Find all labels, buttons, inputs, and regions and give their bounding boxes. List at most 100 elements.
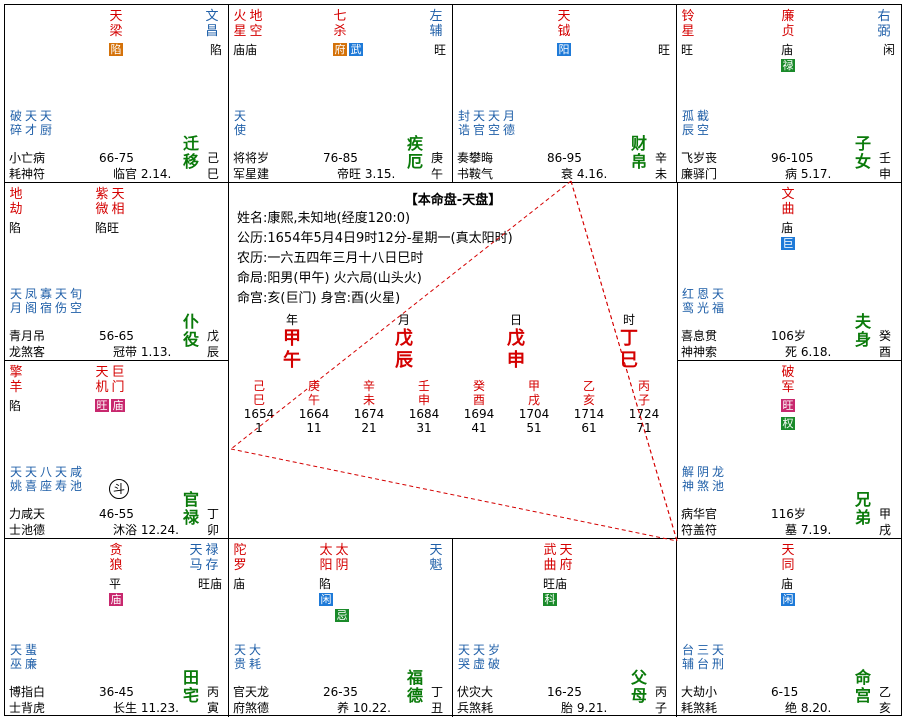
dayun-range: 106岁 <box>771 329 806 343</box>
minor-star: 旬空 <box>69 287 82 315</box>
left-brightness: 旺 <box>681 43 694 57</box>
minor-star: 红鸾 <box>681 287 694 315</box>
gods-row1: 力咸天 <box>9 507 46 521</box>
gods-row1: 病华官 <box>681 507 718 521</box>
dayun-gan: 乙 <box>582 379 595 393</box>
palace-branch: 卯 <box>206 523 219 537</box>
minor-star: 恩光 <box>696 287 709 315</box>
hua-badge: 闲 <box>781 593 795 606</box>
minor-star: 解神 <box>681 465 694 493</box>
dayun-gan: 丙 <box>637 379 650 393</box>
dayun-age: 31 <box>416 421 432 435</box>
right-star: 禄存 <box>205 543 219 573</box>
palace-branch: 未 <box>654 167 667 181</box>
minor-star: 台辅 <box>681 643 694 671</box>
main-brightness: 陷 <box>319 577 332 591</box>
hua-badge: 科 <box>543 593 557 606</box>
dayun-zhi: 午 <box>307 393 320 407</box>
palace-stem: 丙 <box>654 685 667 699</box>
main-star: 天相 <box>111 187 125 217</box>
minor-star: 破碎 <box>9 109 22 137</box>
main-star: 武曲 <box>543 543 557 573</box>
palace-stem: 辛 <box>654 151 667 165</box>
circle-mark: 斗 <box>109 479 129 499</box>
pillar-1: 月戊辰 <box>389 311 419 372</box>
main-star: 天府 <box>559 543 573 573</box>
center-panel: 【本命盘-天盘】 姓名:康熙,未知地(经度120:0) 公历:1654年5月4日… <box>229 183 678 539</box>
gods-row2: 军星建 <box>233 167 270 181</box>
pillar-branch: 辰 <box>395 350 413 371</box>
palace-branch: 子 <box>654 701 667 715</box>
dayun-range: 56-65 <box>99 329 134 343</box>
pillar-branch: 午 <box>283 350 301 371</box>
chart-title: 【本命盘-天盘】 <box>404 193 502 208</box>
gods-row1: 青月吊 <box>9 329 46 343</box>
info-ju: 命局:阳男(甲午) 火六局(山头火) <box>237 271 422 286</box>
palace-stem: 壬 <box>878 151 891 165</box>
dayun-range: 116岁 <box>771 507 806 521</box>
pillar-stem: 戊 <box>507 328 525 349</box>
gods-row1: 大劫小 <box>681 685 718 699</box>
palace-branch: 巳 <box>206 167 219 181</box>
minor-star: 天贵 <box>233 643 246 671</box>
palace-name: 田宅 <box>183 668 200 705</box>
dayun-year: 1694 <box>463 407 495 421</box>
main-star: 紫微 <box>95 187 109 217</box>
gods-row2: 兵煞耗 <box>457 701 494 715</box>
dayun-range: 86-95 <box>547 151 582 165</box>
hua-badge: 旺 <box>95 399 109 412</box>
main-brightness: 平 <box>109 577 122 591</box>
right-star: 天魁 <box>429 543 443 573</box>
palace-name: 夫身 <box>855 312 872 349</box>
left-star: 火星 <box>233 9 247 39</box>
main-brightness: 旺庙 <box>543 577 568 591</box>
dayun-range: 66-75 <box>99 151 134 165</box>
palace-branch: 午 <box>430 167 443 181</box>
gods-row2: 神神索 <box>681 345 718 359</box>
left-star: 铃星 <box>681 9 695 39</box>
minor-star: 天福 <box>711 287 724 315</box>
palace-stem: 癸 <box>878 329 891 343</box>
dayun-zhi: 巳 <box>252 393 265 407</box>
gods-row2: 士背虎 <box>9 701 46 715</box>
right-star: 右弼 <box>877 9 891 39</box>
main-brightness: 庙 <box>781 221 794 235</box>
minor-star: 天空 <box>487 109 500 137</box>
stage-flow: 沐浴 12.24. <box>113 523 179 537</box>
gods-row1: 喜息贯 <box>681 329 718 343</box>
minor-star: 阴煞 <box>696 465 709 493</box>
main-star: 贪狼 <box>109 543 123 573</box>
pillar-stem: 甲 <box>283 328 301 349</box>
gods-row1: 飞岁丧 <box>681 151 718 165</box>
left-star: 陀罗 <box>233 543 247 573</box>
dayun-zhi: 亥 <box>582 393 595 407</box>
left-brightness: 陷 <box>9 221 22 235</box>
stage-flow: 病 5.17. <box>785 167 832 181</box>
minor-star: 八座 <box>39 465 52 493</box>
minor-star: 凤阁 <box>24 287 37 315</box>
minor-star: 天刑 <box>711 643 724 671</box>
hua-badge: 忌 <box>335 609 349 622</box>
palace-branch: 酉 <box>878 345 891 359</box>
hua-badge: 陷 <box>109 43 123 56</box>
palace-name: 福德 <box>407 668 424 705</box>
brightness: 陷 <box>209 43 222 57</box>
palace-branch: 丑 <box>430 701 443 715</box>
